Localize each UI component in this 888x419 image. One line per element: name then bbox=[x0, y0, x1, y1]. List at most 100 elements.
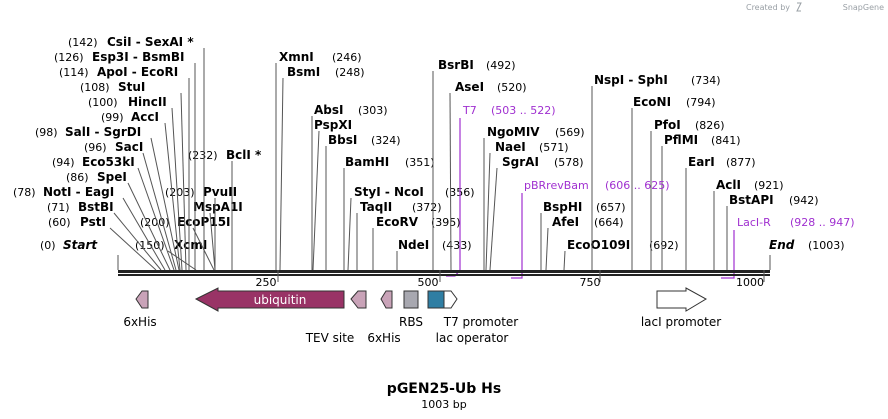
site-label: NgoMIV bbox=[487, 125, 540, 139]
site-line-asei bbox=[449, 92, 452, 271]
site-line-noti bbox=[122, 197, 166, 271]
site-line-naei bbox=[485, 152, 491, 271]
site-pos: (578) bbox=[554, 156, 584, 169]
site-label: AseI bbox=[455, 80, 484, 94]
site-pos: (98) bbox=[35, 126, 58, 139]
site-label: AclI bbox=[716, 178, 741, 192]
site-pos: (78) bbox=[13, 186, 36, 199]
feature-lac-operator-arrow bbox=[443, 290, 458, 309]
site-label: BstBI bbox=[78, 200, 114, 214]
site-pos: (96) bbox=[84, 141, 107, 154]
site-label: NaeI bbox=[495, 140, 526, 154]
site-line-sgrai bbox=[489, 167, 498, 271]
site-label: SacI bbox=[115, 140, 143, 154]
site-line-xcmi bbox=[167, 250, 197, 271]
feature-lac-operator: lac operator bbox=[436, 290, 508, 345]
site-label: StyI - NcoI bbox=[354, 185, 424, 199]
plasmid-length: 1003 bp bbox=[421, 398, 466, 411]
site-pos: (571) bbox=[539, 141, 569, 154]
ruler-label-500: 500 bbox=[418, 276, 439, 289]
site-label: AccI bbox=[131, 110, 159, 124]
start-text: Start bbox=[63, 238, 98, 252]
site-line-styi bbox=[347, 197, 352, 271]
feature-label: RBS bbox=[399, 315, 423, 329]
site-line-saci bbox=[142, 152, 177, 271]
site-line-sali bbox=[150, 137, 180, 271]
feature-6xhis-arrow bbox=[135, 290, 149, 309]
site-label: AbsI bbox=[314, 103, 343, 117]
feature-t7-box bbox=[427, 290, 445, 309]
primer-laci-r: LacI-R (928 .. 947) bbox=[721, 216, 855, 279]
site-pos: (100) bbox=[88, 96, 118, 109]
start-position: (0) bbox=[40, 239, 56, 252]
credit-brand: SnapGene bbox=[843, 3, 884, 12]
credit-text: Created by bbox=[746, 3, 790, 12]
site-label: Esp3I - BsmBI bbox=[92, 50, 184, 64]
site-label: Eco53kI bbox=[82, 155, 135, 169]
site-pos: (921) bbox=[754, 179, 784, 192]
site-pos: (877) bbox=[726, 156, 756, 169]
site-label: BclI * bbox=[226, 148, 262, 162]
feature-ubiquitin: ubiquitin bbox=[194, 287, 345, 312]
site-line-ecop15i bbox=[192, 227, 215, 271]
site-label: BstAPI bbox=[729, 193, 774, 207]
site-line-bsmi bbox=[279, 77, 284, 271]
end-text: End bbox=[769, 238, 795, 252]
feature-label: 6xHis bbox=[367, 331, 400, 345]
ruler-ticks bbox=[277, 270, 765, 282]
ruler-label-750: 750 bbox=[580, 276, 601, 289]
primer-pbrrevbam: pBRrevBam (606 .. 625) bbox=[511, 179, 670, 279]
site-line-afei bbox=[545, 227, 549, 271]
feature-label: TEV site bbox=[305, 331, 355, 345]
backbone-top-strand bbox=[118, 270, 770, 273]
feature-label: lacI promoter bbox=[641, 315, 721, 329]
site-pos: (942) bbox=[789, 194, 819, 207]
site-line-acci bbox=[164, 122, 181, 271]
site-pos: (114) bbox=[59, 66, 89, 79]
feature-tev-site: TEV site bbox=[305, 290, 367, 345]
site-label: BsrBI bbox=[438, 58, 474, 72]
feature-label: ubiquitin bbox=[254, 293, 307, 307]
site-pos: (126) bbox=[54, 51, 84, 64]
feature-laci-promoter: lacI promoter bbox=[641, 287, 721, 329]
site-pos: (99) bbox=[101, 111, 124, 124]
feature-tev-arrow bbox=[350, 290, 367, 309]
site-pos: (692) bbox=[649, 239, 679, 252]
primer-range: (606 .. 625) bbox=[605, 179, 670, 192]
site-line-bstbi bbox=[113, 212, 162, 271]
site-pos: (232) bbox=[188, 149, 218, 162]
primer-pbrrevbam-line bbox=[511, 193, 523, 279]
site-label: SpeI bbox=[97, 170, 127, 184]
start-label: (0) Start bbox=[40, 238, 119, 270]
site-line-ecoo109i bbox=[563, 250, 566, 271]
site-label: AfeI bbox=[552, 215, 579, 229]
site-label: ApoI - EcoRI bbox=[97, 65, 178, 79]
feature-label: T7 promoter bbox=[443, 315, 519, 329]
site-label: BbsI bbox=[328, 133, 357, 147]
site-line-hincii bbox=[171, 107, 183, 271]
site-line-stui bbox=[180, 92, 187, 271]
enzyme-labels: (142) CsiI - SexAI * (126) Esp3I - BsmBI… bbox=[13, 35, 819, 252]
site-pos: (150) bbox=[135, 239, 165, 252]
site-pos: (142) bbox=[68, 36, 98, 49]
backbone-bottom-strand bbox=[118, 274, 770, 276]
site-pos: (664) bbox=[594, 216, 624, 229]
site-pos: (303) bbox=[358, 104, 388, 117]
primer-label: pBRrevBam bbox=[524, 179, 589, 192]
site-line-psti bbox=[109, 227, 157, 271]
site-connectors bbox=[109, 48, 728, 271]
site-label: XmnI bbox=[279, 50, 314, 64]
site-label: EarI bbox=[688, 155, 715, 169]
site-pos: (248) bbox=[335, 66, 365, 79]
snapgene-credit: Created by SnapGene bbox=[746, 2, 884, 12]
ruler-label-1000: 1000 bbox=[736, 276, 764, 289]
site-label: PstI bbox=[80, 215, 106, 229]
site-label: EcoRV bbox=[376, 215, 419, 229]
primer-laci-r-line bbox=[721, 230, 735, 279]
site-pos: (108) bbox=[80, 81, 110, 94]
plasmid-title: pGEN25-Ub Hs bbox=[387, 381, 501, 397]
site-pos: (351) bbox=[405, 156, 435, 169]
primer-range: (928 .. 947) bbox=[790, 216, 855, 229]
feature-6xhis-1: 6xHis bbox=[123, 290, 157, 329]
